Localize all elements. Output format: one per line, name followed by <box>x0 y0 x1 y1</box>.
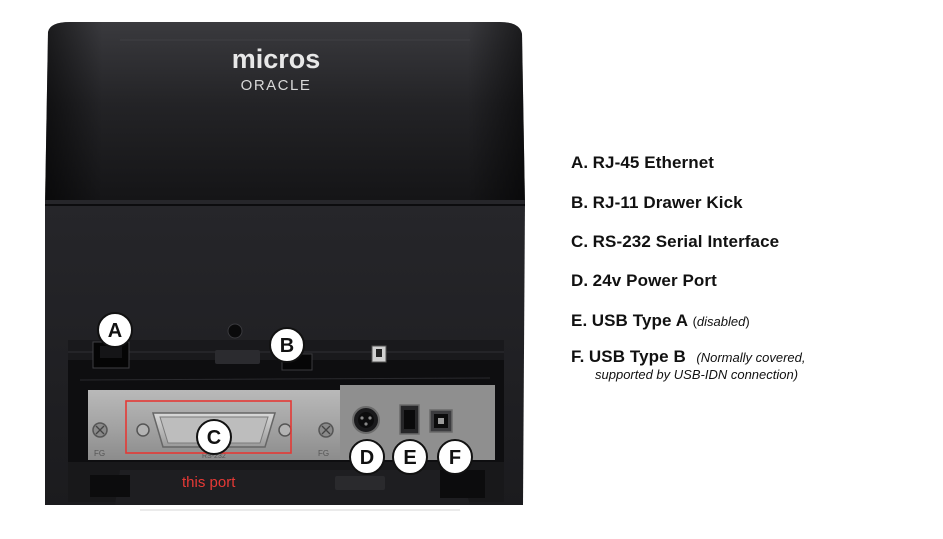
legend-note: disabled <box>696 314 746 329</box>
legend-item-f: F. USB Type B (Normally covered, support… <box>571 347 806 382</box>
callout-f: F <box>437 439 473 475</box>
svg-text:E: E <box>403 447 416 469</box>
callout-b: B <box>269 327 305 363</box>
callout-c: C <box>196 419 232 455</box>
brand-logo-micros: micros <box>232 44 321 74</box>
plate-mark-serial: RS-232 <box>202 453 226 460</box>
legend-item-c: C. RS-232 Serial Interface <box>571 232 779 252</box>
legend-letter: C. <box>571 232 589 251</box>
mount-hole <box>227 323 243 339</box>
legend-item-d: D. 24v Power Port <box>571 271 717 291</box>
svg-text:D: D <box>360 447 374 469</box>
legend-item-b: B. RJ-11 Drawer Kick <box>571 193 743 213</box>
legend-note: (Normally covered, <box>696 350 806 365</box>
svg-text:B: B <box>280 335 294 357</box>
legend-label: RJ-11 Drawer Kick <box>592 193 743 212</box>
legend-item-a: A. RJ-45 Ethernet <box>571 153 714 173</box>
legend-label: USB Type B <box>588 347 686 366</box>
legend-label: RS-232 Serial Interface <box>592 232 780 251</box>
callout-d: D <box>349 439 385 475</box>
callout-e: E <box>392 439 428 475</box>
svg-text:A: A <box>108 320 122 342</box>
legend-note-line2: supported by USB-IDN connection) <box>595 367 799 382</box>
plate-mark-right: FG <box>318 449 329 458</box>
callout-a: A <box>97 312 133 348</box>
legend-letter: A. <box>571 153 589 172</box>
svg-text:F: F <box>449 447 461 469</box>
legend-letter: B. <box>571 193 589 212</box>
brand-logo-oracle: ORACLE <box>241 77 312 94</box>
legend-letter: E. <box>571 311 588 330</box>
svg-text:C: C <box>207 427 221 449</box>
legend-label: USB Type A <box>591 311 689 330</box>
plate-mark-left: FG <box>94 449 105 458</box>
legend-label: RJ-45 Ethernet <box>592 153 715 172</box>
legend-note-open: ( <box>692 314 697 329</box>
legend-letter: F. <box>571 347 585 366</box>
legend-note-close: ) <box>745 314 750 329</box>
legend-item-e: E. USB Type A (disabled) <box>571 311 750 331</box>
this-port-annotation: this port <box>182 474 236 491</box>
legend-label: 24v Power Port <box>592 271 717 290</box>
legend-letter: D. <box>571 271 589 290</box>
